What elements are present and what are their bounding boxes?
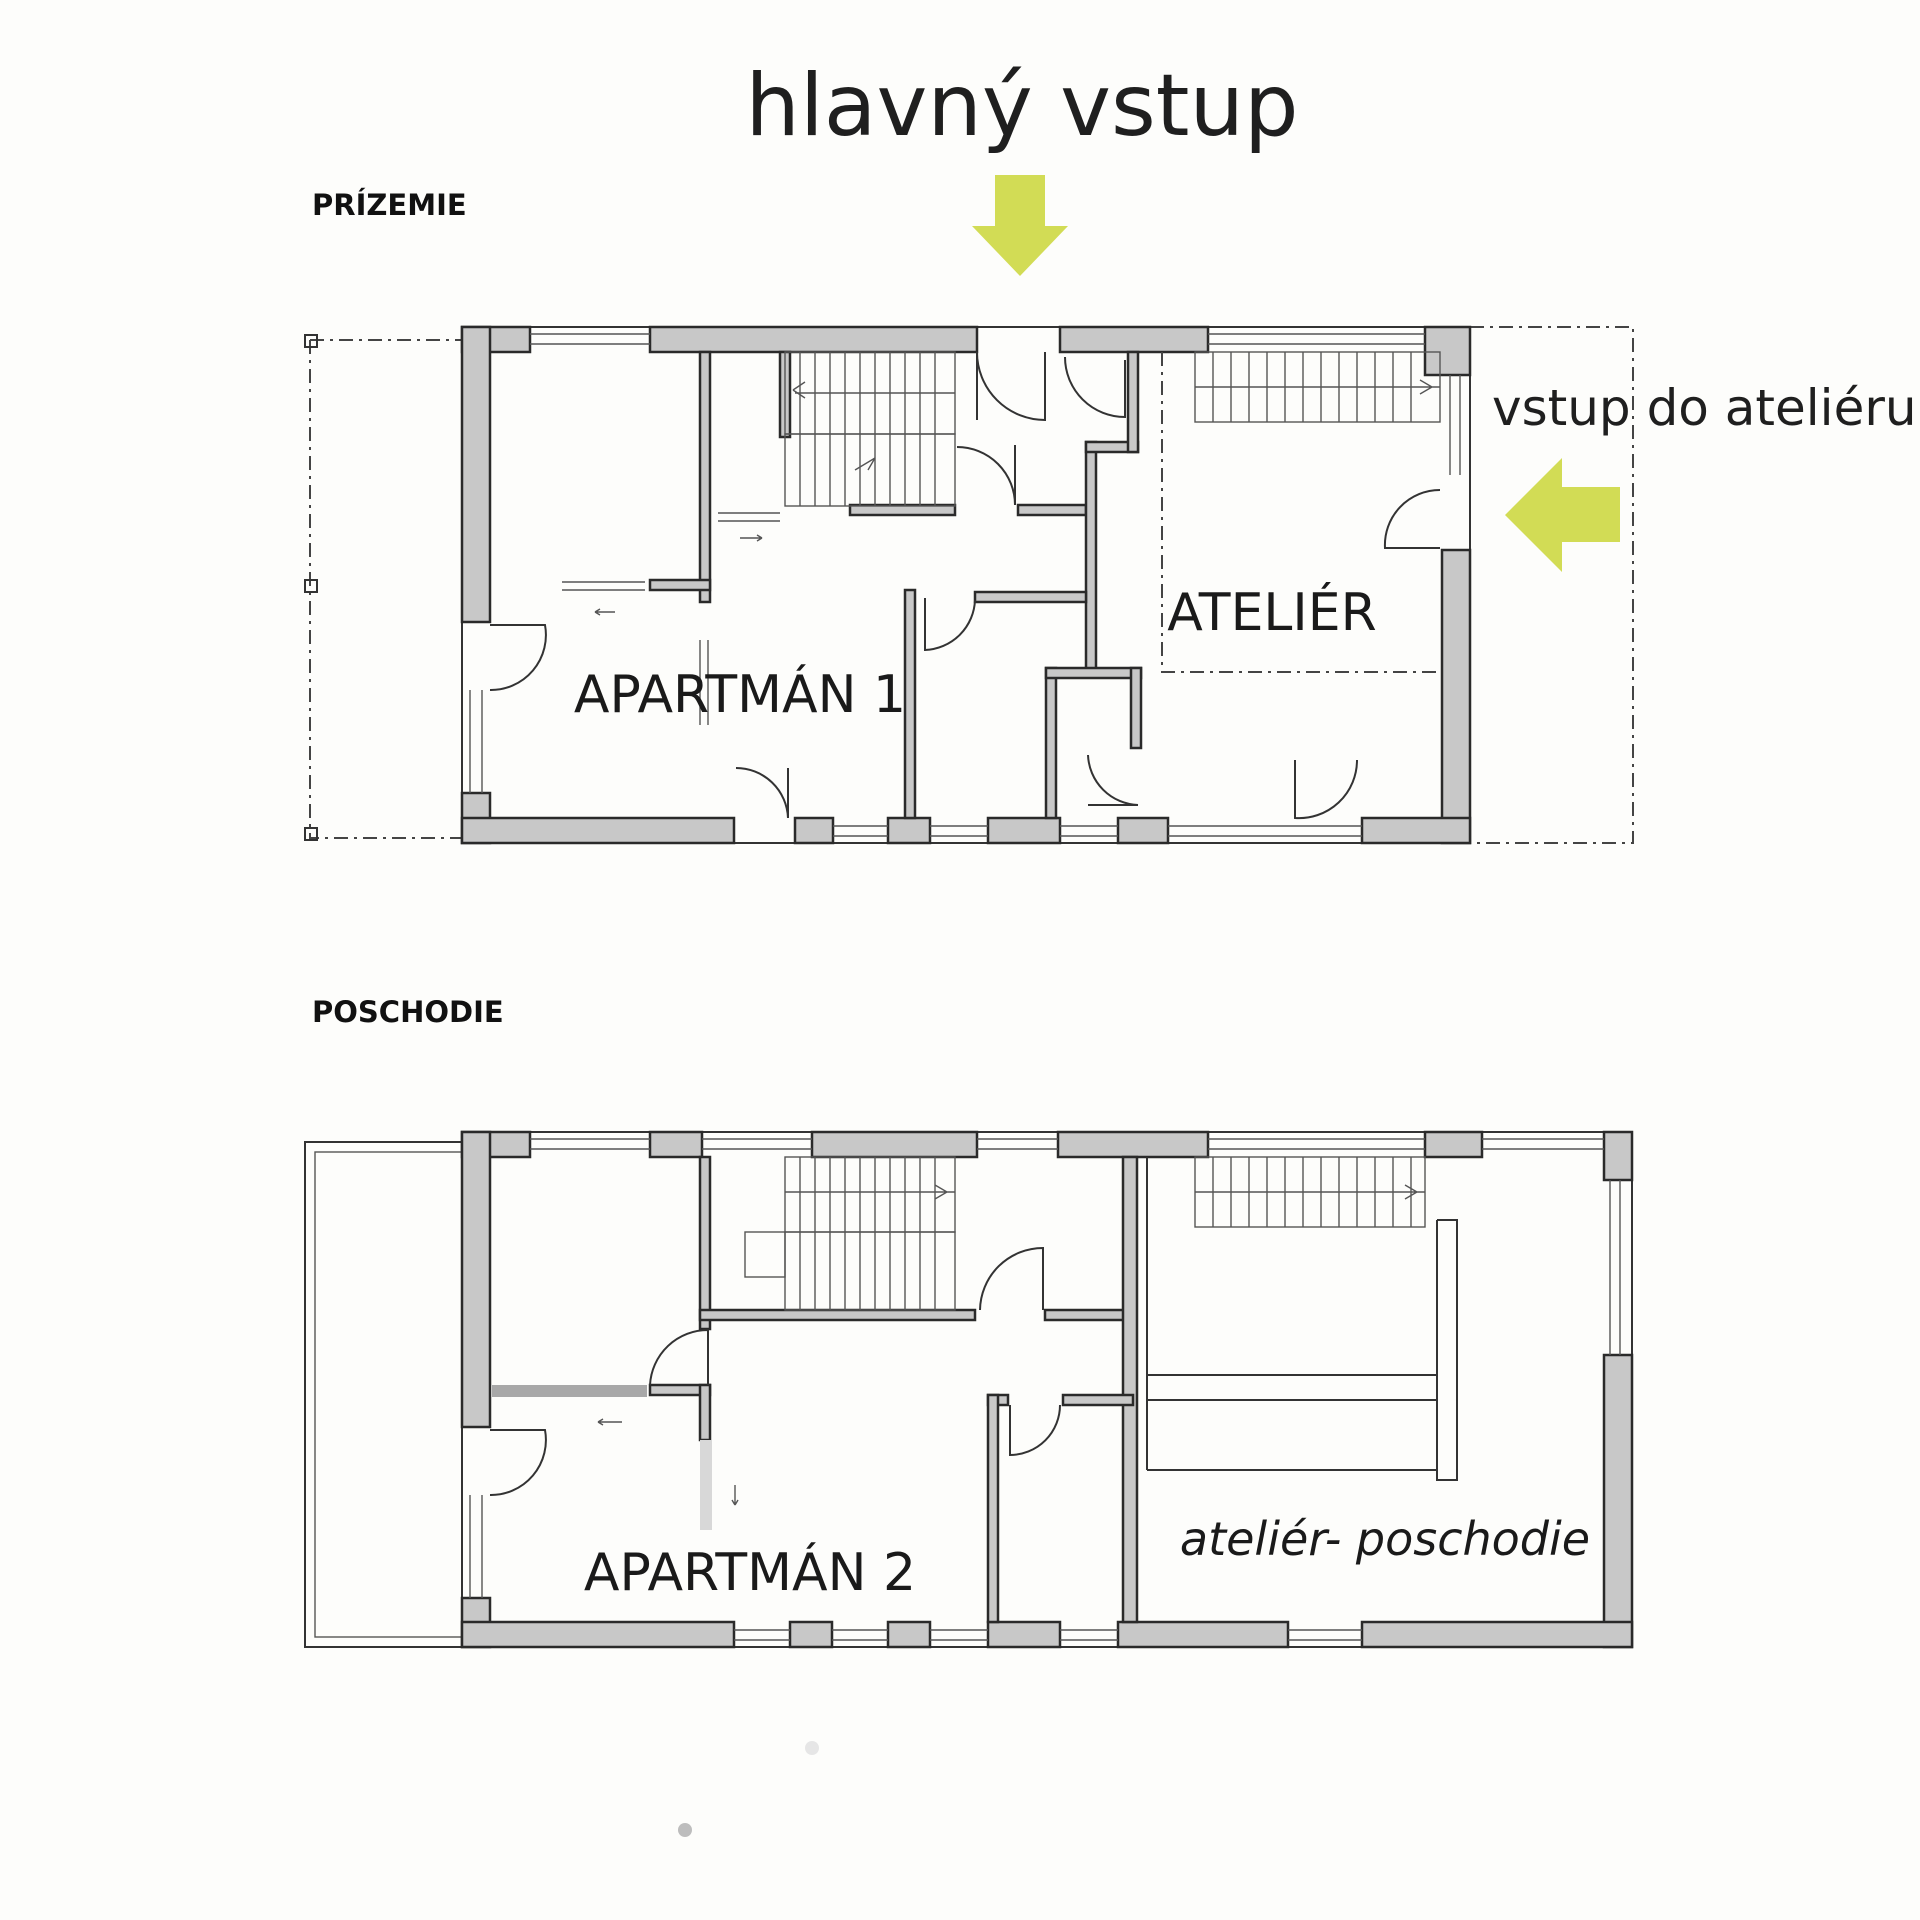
door bbox=[1294, 759, 1359, 820]
column-marker bbox=[304, 827, 318, 841]
upper-floor-label: POSCHODIE bbox=[312, 995, 504, 1029]
ground-floor-label: PRÍZEMIE bbox=[312, 188, 467, 222]
wall bbox=[886, 816, 932, 845]
room-apartment-2: APARTMÁN 2 bbox=[584, 1542, 916, 1603]
wall bbox=[648, 325, 979, 354]
wall bbox=[1440, 548, 1472, 845]
wall bbox=[698, 350, 712, 604]
sliding-door bbox=[597, 1418, 739, 1506]
window bbox=[469, 333, 1461, 837]
door bbox=[979, 1246, 1044, 1311]
wall bbox=[698, 1308, 977, 1322]
staircase bbox=[1194, 1156, 1426, 1228]
wall bbox=[1602, 1353, 1634, 1649]
wall bbox=[1129, 666, 1143, 750]
wall bbox=[1602, 1130, 1634, 1182]
staircase bbox=[1194, 351, 1441, 423]
door bbox=[956, 445, 1016, 506]
door bbox=[735, 767, 789, 819]
wall bbox=[1423, 325, 1472, 377]
wall bbox=[1044, 666, 1143, 680]
door bbox=[489, 624, 547, 692]
window bbox=[469, 1138, 1621, 1641]
wall bbox=[1044, 666, 1058, 820]
wall bbox=[973, 590, 1088, 604]
wall bbox=[986, 816, 1062, 845]
wall bbox=[1058, 325, 1210, 354]
wall bbox=[810, 1130, 979, 1159]
wall bbox=[460, 325, 492, 624]
ground-floor-plan: APARTMÁN 1 ATELIÉR bbox=[304, 325, 1634, 845]
wall bbox=[460, 1620, 736, 1649]
sliding-door bbox=[700, 1440, 712, 1530]
door bbox=[976, 351, 1046, 422]
wall bbox=[1116, 1620, 1290, 1649]
wall bbox=[1423, 1130, 1484, 1159]
door bbox=[649, 1328, 709, 1386]
sliding-door bbox=[492, 1385, 647, 1397]
room-studio-upper: ateliér- poschodie bbox=[1180, 1512, 1590, 1566]
upper-floor-plan: APARTMÁN 2 ateliér- poschodie bbox=[304, 1130, 1634, 1649]
canopy-outline bbox=[1470, 326, 1634, 844]
door bbox=[924, 598, 976, 652]
door bbox=[1009, 1404, 1061, 1457]
wall bbox=[698, 1383, 712, 1442]
wall bbox=[1116, 816, 1170, 845]
wall bbox=[1084, 440, 1098, 676]
wall bbox=[1360, 1620, 1634, 1649]
room-apartment-1: APARTMÁN 1 bbox=[574, 664, 906, 725]
wall bbox=[903, 588, 917, 820]
wall bbox=[986, 1620, 1062, 1649]
door bbox=[489, 1429, 547, 1497]
wall bbox=[793, 816, 835, 845]
wall bbox=[886, 1620, 932, 1649]
scan-speck bbox=[678, 1823, 692, 1837]
wall bbox=[648, 578, 712, 592]
sliding-door bbox=[562, 512, 780, 725]
wall bbox=[1126, 350, 1140, 454]
door bbox=[1087, 754, 1139, 806]
wall bbox=[1043, 1308, 1135, 1322]
scan-speck bbox=[805, 1741, 819, 1755]
wall bbox=[788, 1620, 834, 1649]
wall bbox=[460, 816, 736, 845]
staircase bbox=[744, 1156, 956, 1311]
balcony bbox=[304, 1141, 463, 1648]
wall bbox=[848, 503, 957, 517]
wall bbox=[1360, 816, 1472, 845]
wall bbox=[648, 1130, 704, 1159]
column-marker bbox=[304, 579, 318, 593]
wall bbox=[1016, 503, 1088, 517]
terrace-outline bbox=[309, 339, 462, 839]
arrow-left-icon bbox=[1505, 458, 1620, 572]
column-marker bbox=[304, 334, 318, 348]
balcony-railing bbox=[314, 1151, 463, 1638]
wall bbox=[1121, 1155, 1139, 1624]
main-entrance-title: hlavný vstup bbox=[745, 56, 1298, 156]
room-studio: ATELIÉR bbox=[1167, 582, 1376, 643]
arrow-down-icon bbox=[972, 175, 1068, 276]
studio-entrance-label: vstup do ateliéru bbox=[1492, 379, 1917, 437]
wall bbox=[986, 1393, 1000, 1624]
door bbox=[1383, 488, 1441, 549]
gallery-railing bbox=[1146, 1157, 1458, 1481]
wall bbox=[1061, 1393, 1135, 1407]
wall bbox=[460, 1130, 492, 1429]
wall bbox=[698, 1155, 712, 1331]
door bbox=[1064, 356, 1126, 419]
staircase bbox=[784, 351, 956, 507]
mezzanine-outline bbox=[1161, 352, 1442, 673]
wall bbox=[1056, 1130, 1210, 1159]
